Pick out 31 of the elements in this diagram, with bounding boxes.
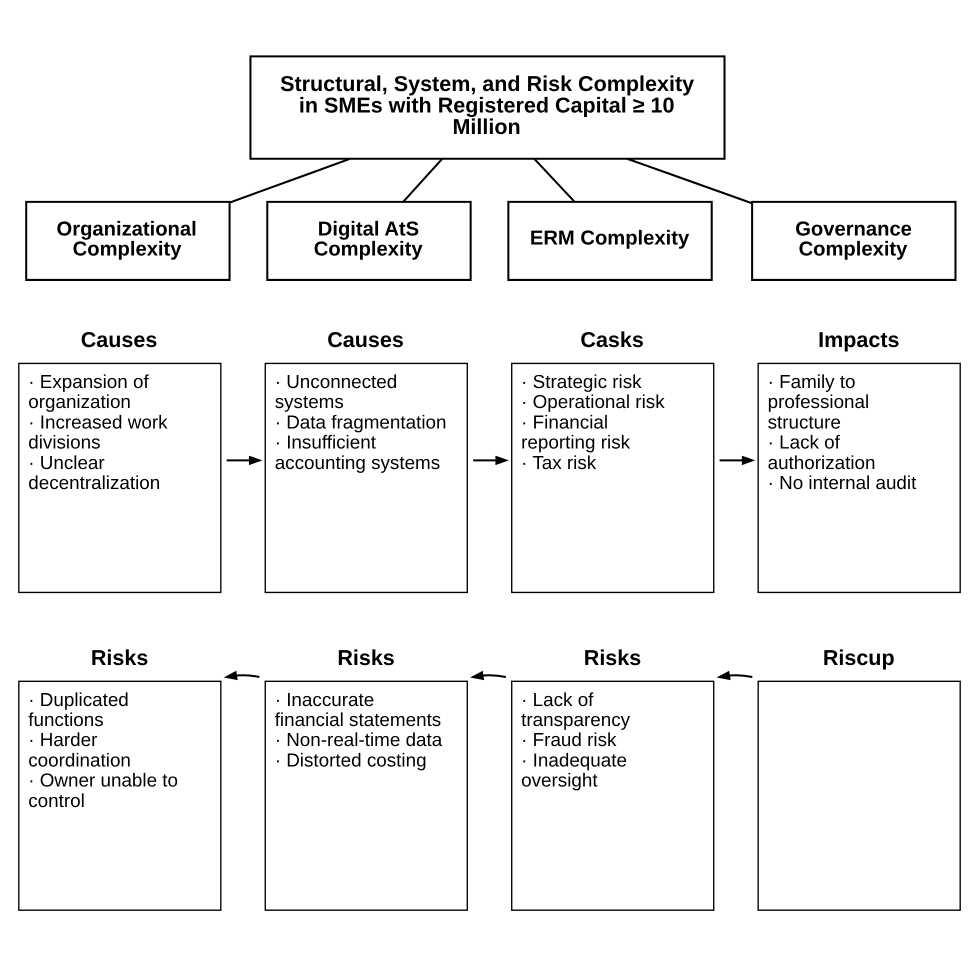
node-box: · Unconnected systems · Data fragmentation · Insufficient accounting systems (264, 362, 468, 594)
arrow (716, 670, 753, 680)
node-label: Causes (80, 328, 158, 352)
node-box: · Expansion of organization · Increased work divisions · Unclear decentralization (18, 362, 222, 594)
node-box: · Strategic risk · Operational risk · Financial reporting risk · Tax risk (511, 362, 714, 594)
node-box: · Inaccurate financial statements · Non-real-time data · Distorted costing (264, 680, 468, 911)
arrow (226, 456, 262, 466)
node-box: · Family to professional structure · Lack of authorization · No internal audit (758, 362, 961, 594)
node-box: · Lack of transparency · Fraud risk · Inadequate oversight (511, 680, 714, 911)
node-box: Structural, System, and Risk Complexity in SMEs with Registered Capital ≥ 10 Million (249, 55, 726, 160)
node-label: Riscup (822, 646, 895, 670)
node-box: · Duplicated functions · Harder coordination · Owner unable to control (18, 680, 222, 911)
node-label: Risks (584, 646, 642, 670)
node-box: Digital AtS Complexity (266, 200, 472, 281)
arrow (224, 670, 260, 680)
connector (534, 158, 576, 202)
arrow (473, 456, 509, 466)
connector (627, 158, 752, 204)
connector (230, 158, 350, 204)
arrow (720, 456, 756, 466)
node-label: Risks (90, 646, 148, 670)
node-box: Governance Complexity (751, 200, 956, 281)
node-box: ERM Complexity (507, 200, 713, 281)
node-label: Causes (327, 328, 404, 352)
node-box (758, 680, 961, 911)
node-box: Organizational Complexity (25, 200, 231, 281)
connector (402, 158, 443, 202)
node-label: Risks (337, 646, 395, 670)
node-label: Impacts (818, 328, 900, 352)
node-label: Casks (580, 328, 644, 352)
arrow (470, 670, 506, 680)
